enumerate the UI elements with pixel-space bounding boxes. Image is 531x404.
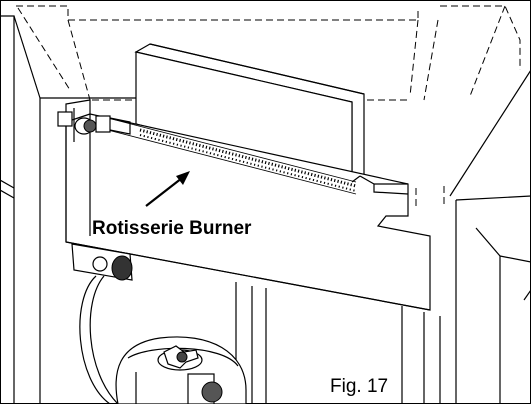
rotisserie-burner-tube <box>99 115 357 195</box>
callout-arrow <box>145 171 190 207</box>
callout-label: Rotisserie Burner <box>92 218 252 239</box>
igniter-assembly <box>57 108 131 142</box>
figure-number: Fig. 17 <box>330 376 388 397</box>
cart-legs <box>235 282 441 404</box>
propane-tank <box>115 336 247 404</box>
gas-valve <box>71 243 133 404</box>
grill-body-walls <box>0 15 531 404</box>
